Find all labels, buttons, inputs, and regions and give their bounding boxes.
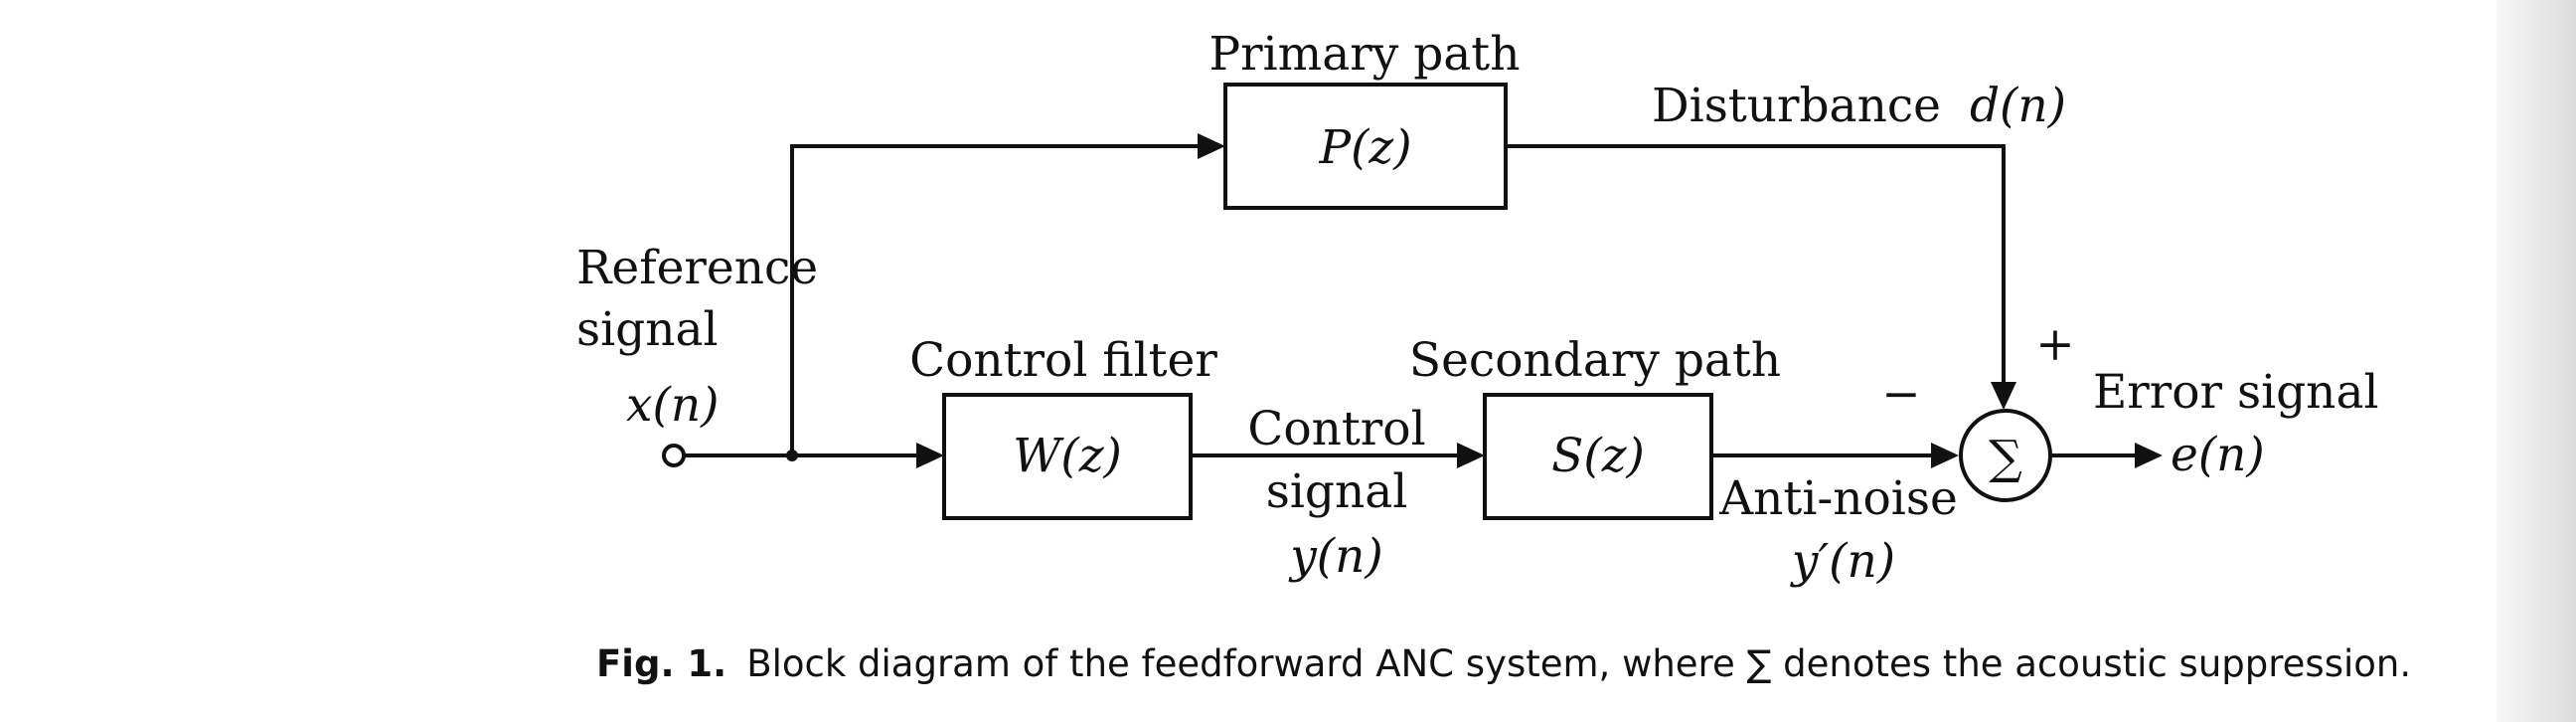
primary-path-block	[1223, 83, 1508, 210]
arrow-head-control-filter	[916, 443, 944, 468]
arrow-head-disturbance	[1991, 382, 2016, 410]
summing-symbol: ∑	[1989, 431, 2022, 485]
page-edge-shadow	[2496, 0, 2576, 722]
control-filter-transfer: W(z)	[1013, 429, 1122, 483]
anti-noise-symbol: y′(n)	[1790, 534, 1895, 589]
error-signal-symbol: e(n)	[2171, 428, 2265, 482]
input-terminal	[662, 444, 686, 467]
plus-sign: +	[2035, 317, 2074, 372]
anti-noise-label: Anti-noise	[1718, 471, 1958, 526]
reference-signal-line1: Reference	[576, 241, 818, 295]
reference-signal-line2: signal	[576, 302, 719, 357]
control-signal-line1: Control	[1247, 402, 1425, 456]
control-filter-title: Control filter	[909, 333, 1217, 388]
secondary-path-title: Secondary path	[1409, 333, 1781, 388]
figure-caption: Fig. 1. Block diagram of the feedforward …	[596, 642, 2411, 685]
caption-label: Fig. 1.	[596, 642, 727, 685]
primary-path-transfer: P(z)	[1318, 120, 1411, 175]
anc-block-diagram: Primary path P(z) Disturbance d(n) Refer…	[576, 27, 2379, 589]
control-signal-line2: signal	[1266, 464, 1408, 519]
arrow-head-primary	[1198, 133, 1225, 159]
control-signal-symbol: y(n)	[1288, 529, 1383, 584]
reference-signal-symbol: x(n)	[626, 378, 719, 433]
minus-sign: −	[1881, 367, 1920, 422]
error-signal-label: Error signal	[2093, 365, 2379, 420]
branch-to-primary-wire	[790, 144, 1198, 455]
secondary-path-block	[1483, 393, 1713, 520]
secondary-path-transfer: S(z)	[1551, 429, 1645, 483]
arrow-head-secondary	[1457, 443, 1485, 468]
primary-path-title: Primary path	[1209, 27, 1521, 82]
disturbance-wire	[1506, 144, 2006, 383]
caption-text: Block diagram of the feedforward ANC sys…	[746, 642, 2412, 685]
arrow-head-summer	[1931, 443, 1959, 468]
disturbance-label: Disturbance d(n)	[1652, 79, 2066, 133]
arrow-head-error	[2135, 443, 2163, 468]
